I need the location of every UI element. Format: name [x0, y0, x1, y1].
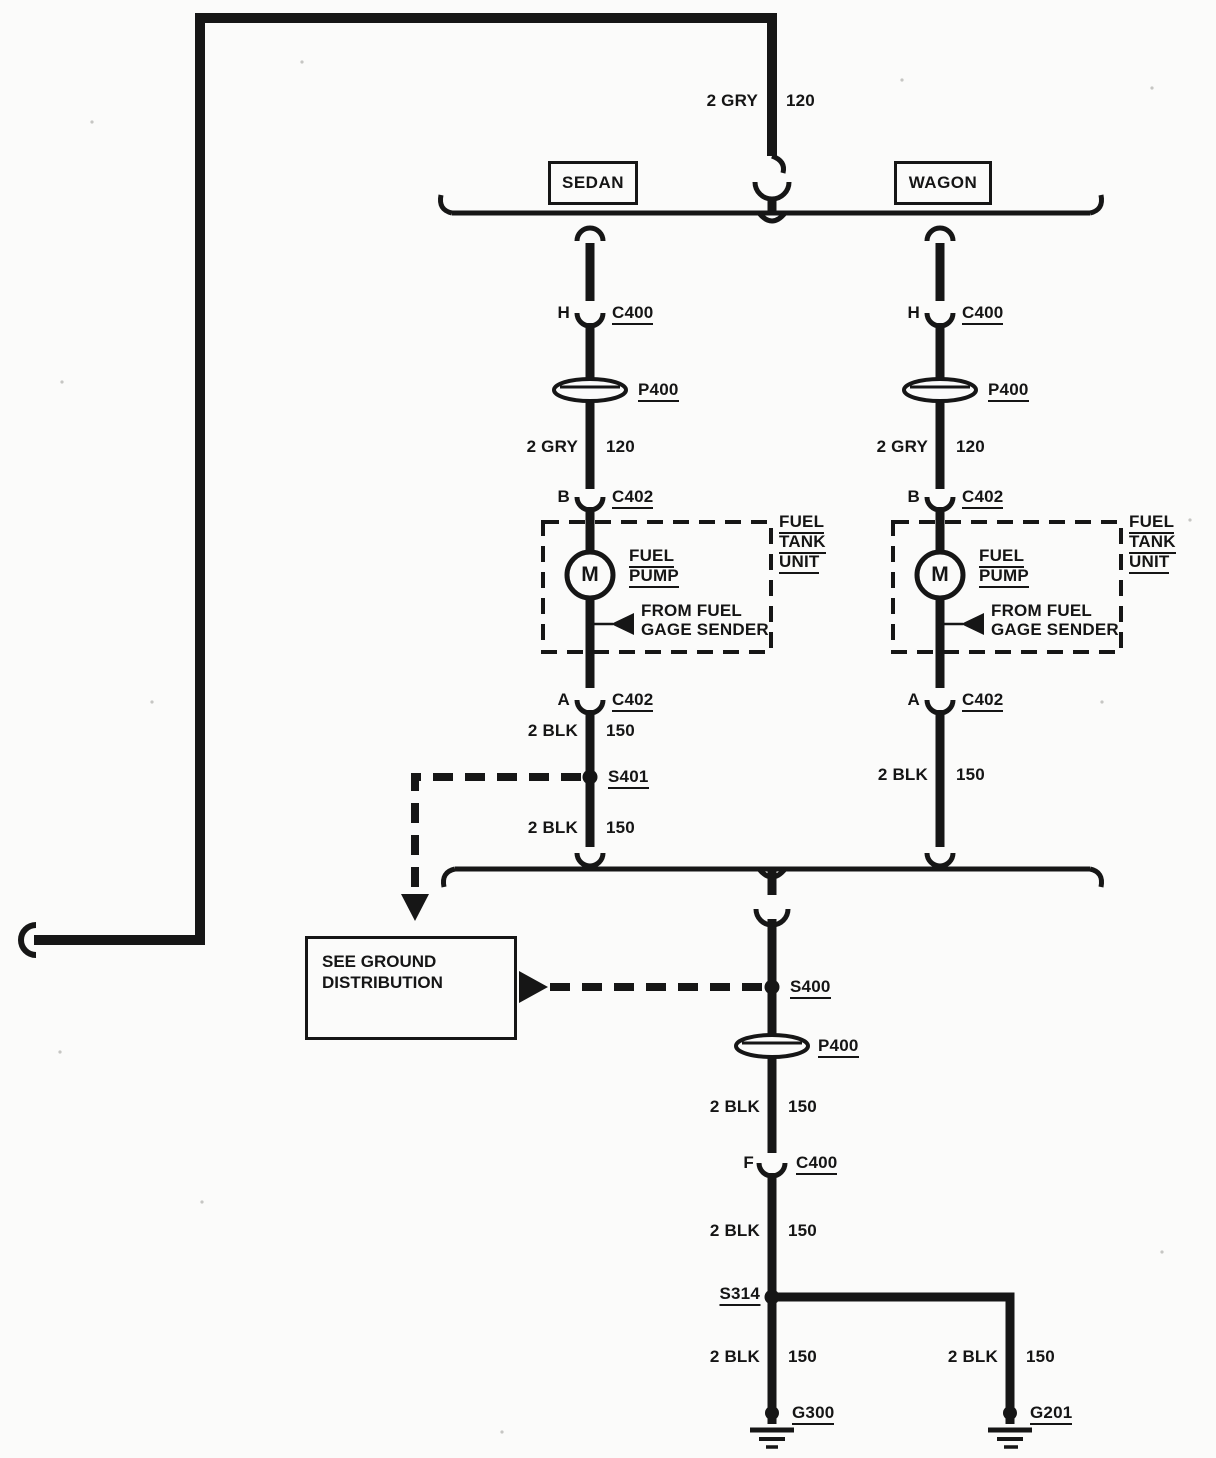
- sender-note: GAGE SENDER: [991, 620, 1119, 639]
- fuel-pump-label: PUMP: [979, 567, 1029, 588]
- wire-circuit-label: 150: [788, 1221, 817, 1240]
- splice-label-s401: S401: [608, 768, 649, 789]
- ground-distribution-line2: DISTRIBUTION: [322, 973, 443, 993]
- splice-label-s314: S314: [719, 1285, 760, 1306]
- variant-box-wagon: WAGON: [894, 161, 992, 205]
- inline-connector-icon: [752, 181, 792, 202]
- fuel-pump-label: FUEL: [629, 547, 675, 568]
- wire-circuit-label: 120: [956, 437, 985, 456]
- connector-label-c402: C402: [612, 691, 654, 712]
- inline-connector-icon: [924, 852, 956, 869]
- ground-icon: [988, 1427, 1032, 1449]
- fuel-tank-unit-label: TANK: [779, 533, 826, 554]
- wire-circuit-label: 150: [1026, 1347, 1055, 1366]
- wire-gauge-label: 2 BLK: [527, 721, 578, 740]
- fuel-tank-unit-box-wagon: [891, 520, 1123, 654]
- variant-box-sedan: SEDAN: [548, 161, 638, 205]
- s401-ground-lead: [401, 773, 581, 921]
- wire-circuit-label: 150: [788, 1097, 817, 1116]
- wire-gauge-label: 2 BLK: [709, 1097, 760, 1116]
- fuel-tank-unit-label: UNIT: [1129, 553, 1170, 574]
- junction-dot: [586, 620, 594, 628]
- inline-connector-icon: [574, 225, 606, 242]
- connector-label-c402: C402: [962, 691, 1004, 712]
- wire-circuit-label: 120: [786, 91, 815, 110]
- splice-label-s400: S400: [790, 978, 831, 999]
- pin-label: B: [557, 487, 570, 506]
- pin-label: F: [743, 1153, 754, 1172]
- ground-distribution-link: [519, 971, 763, 1003]
- fuel-tank-unit-label: FUEL: [779, 513, 825, 534]
- wire-gauge-label: 2 BLK: [527, 818, 578, 837]
- ground-distribution-note: SEE GROUND DISTRIBUTION: [305, 936, 517, 1040]
- fuel-pump-label: FUEL: [979, 547, 1025, 568]
- splice-dot-s400: [764, 979, 780, 995]
- scan-specks: [58, 60, 1192, 1434]
- wire-circuit-label: 150: [606, 818, 635, 837]
- ground-dot-g300: [765, 1406, 779, 1420]
- variant-label-sedan: SEDAN: [561, 173, 624, 192]
- right-arrow-icon: [519, 971, 548, 1003]
- trunk-wire: [734, 869, 1032, 1449]
- fuel-pump-label: PUMP: [629, 567, 679, 588]
- fuel-tank-unit-label: FUEL: [1129, 513, 1175, 534]
- ground-icon: [750, 1427, 794, 1449]
- sender-note: FROM FUEL: [991, 601, 1092, 620]
- fuel-tank-unit-box-sedan: [541, 520, 773, 654]
- motor-letter: M: [581, 563, 599, 586]
- sender-note: GAGE SENDER: [641, 620, 769, 639]
- bus-split-curl-icon: [757, 211, 787, 224]
- top-option-bus: [438, 194, 1104, 224]
- wire-circuit-label: 120: [606, 437, 635, 456]
- pin-label: H: [557, 303, 570, 322]
- inline-connector-icon: [924, 225, 956, 242]
- connector-label-c400: C400: [962, 304, 1004, 325]
- sedan-branch-wire: [552, 225, 634, 869]
- wire-gauge-label: 2 GRY: [526, 437, 578, 456]
- grommet-icon: [734, 1033, 810, 1059]
- motor-letter: M: [931, 563, 949, 586]
- connector-label-p400: P400: [988, 381, 1029, 402]
- wagon-branch-wire: [902, 225, 984, 869]
- feed-wire: [18, 13, 792, 958]
- splice-dot-s401: [582, 769, 598, 785]
- grommet-icon: [902, 377, 978, 403]
- ground-dot-g201: [1003, 1406, 1017, 1420]
- inline-connector-icon: [574, 852, 606, 869]
- offpage-hook-icon: [18, 922, 37, 958]
- sender-arrow-icon: [961, 613, 984, 635]
- grommet-icon: [552, 377, 628, 403]
- down-arrow-icon: [401, 894, 429, 921]
- connector-label-c402: C402: [962, 488, 1004, 509]
- connector-label-c402: C402: [612, 488, 654, 509]
- connector-label-p400: P400: [818, 1037, 859, 1058]
- sender-arrow-icon: [611, 613, 634, 635]
- fuel-tank-unit-label: TANK: [1129, 533, 1176, 554]
- wire-circuit-label: 150: [956, 765, 985, 784]
- wire-gauge-label: 2 BLK: [709, 1347, 760, 1366]
- wire-gauge-label: 2 GRY: [706, 91, 758, 110]
- wire-circuit-label: 150: [606, 721, 635, 740]
- wire-gauge-label: 2 GRY: [876, 437, 928, 456]
- sender-note: FROM FUEL: [641, 601, 742, 620]
- pin-label: A: [557, 690, 570, 709]
- connector-label-c400: C400: [612, 304, 654, 325]
- pin-label: B: [907, 487, 920, 506]
- fuel-tank-unit-label: UNIT: [779, 553, 820, 574]
- ground-label-g201: G201: [1030, 1404, 1073, 1425]
- wire-gauge-label: 2 BLK: [709, 1221, 760, 1240]
- connector-label-c400: C400: [796, 1154, 838, 1175]
- pin-label: A: [907, 690, 920, 709]
- wire-gauge-label: 2 BLK: [947, 1347, 998, 1366]
- junction-dot: [936, 620, 944, 628]
- connector-label-p400: P400: [638, 381, 679, 402]
- wire-gauge-label: 2 BLK: [877, 765, 928, 784]
- ground-label-g300: G300: [792, 1404, 835, 1425]
- ground-distribution-line1: SEE GROUND: [322, 952, 437, 971]
- variant-label-wagon: WAGON: [908, 173, 978, 192]
- wire-circuit-label: 150: [788, 1347, 817, 1366]
- pin-label: H: [907, 303, 920, 322]
